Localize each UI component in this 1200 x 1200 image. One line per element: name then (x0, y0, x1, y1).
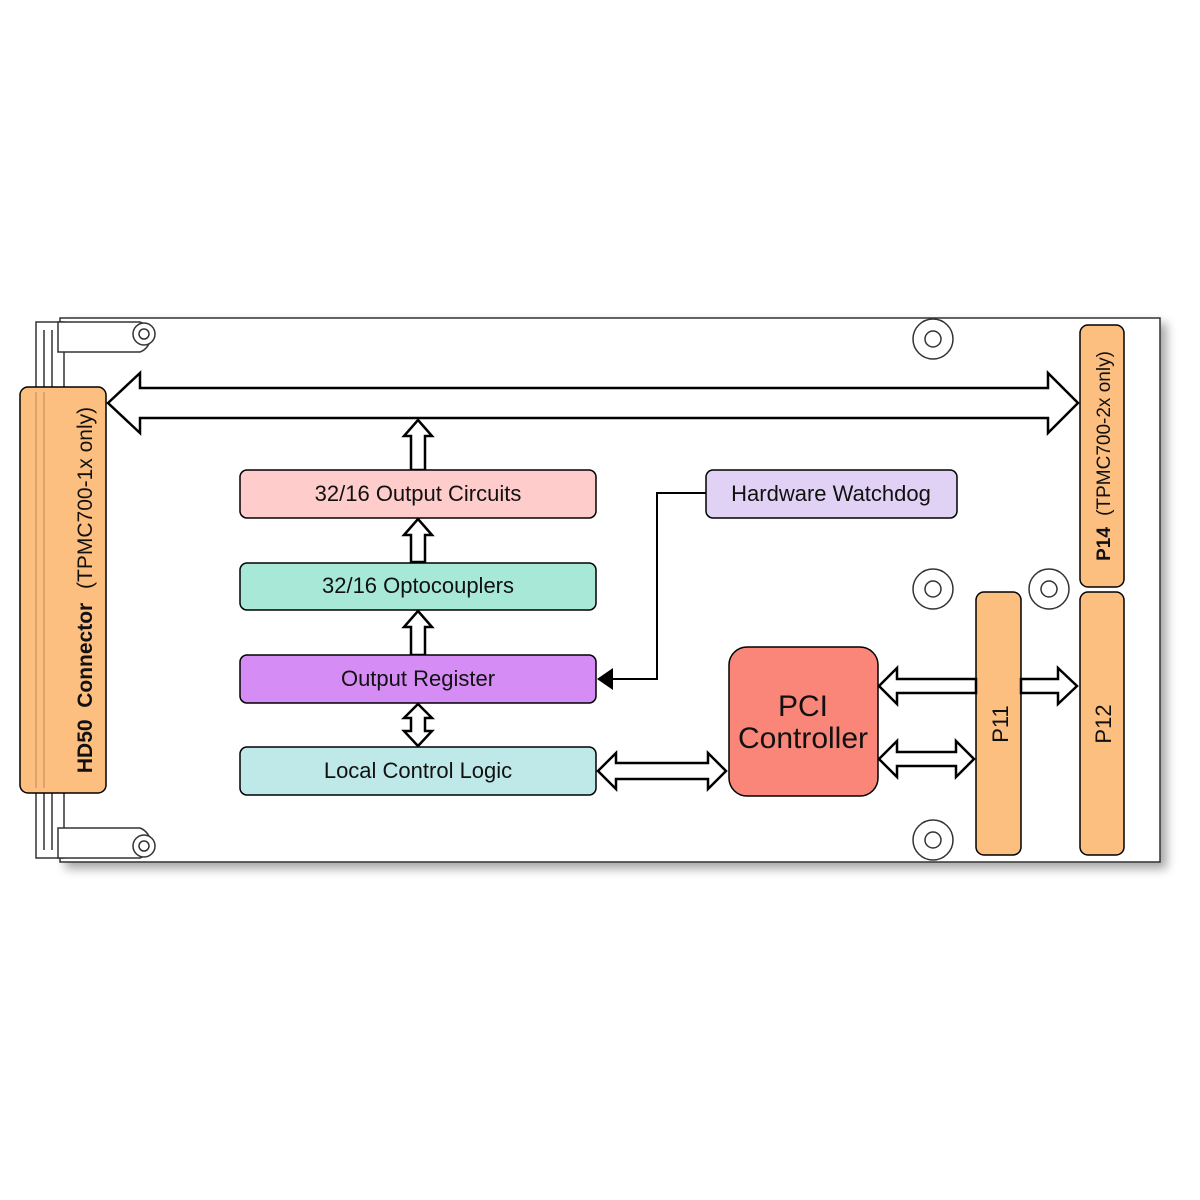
output-register-label: Output Register (341, 666, 495, 691)
block-optocouplers: 32/16 Optocouplers (239, 562, 597, 611)
block-output-register: Output Register (239, 654, 597, 704)
pci-controller-label-line1: PCI (778, 690, 828, 723)
local-control-logic-label: Local Control Logic (324, 758, 512, 783)
p14-note: (TPMC700-2x only) (1094, 351, 1115, 516)
block-pci-controller: PCI Controller (728, 646, 879, 797)
optocouplers-label: 32/16 Optocouplers (322, 573, 514, 598)
p11-label: P11 (988, 705, 1013, 743)
mounting-holes (132, 318, 1070, 861)
arrow-pci-p11-lower (877, 737, 976, 781)
arrow-p11-p12 (1019, 665, 1079, 707)
mounting-hole (1028, 568, 1070, 610)
hardware-watchdog-label: Hardware Watchdog (731, 481, 931, 506)
watchdog-signal-line (597, 492, 706, 690)
hd50-connector: HD50 Connector (TPMC700-1x only) (19, 386, 107, 794)
mounting-hole (132, 834, 156, 858)
mounting-hole (912, 568, 954, 610)
arrow-logic-pci (596, 749, 728, 793)
arrow-logic-register (400, 702, 436, 748)
p14-connector: P14 (TPMC700-2x only) (1079, 324, 1125, 588)
hd50-label: HD50 Connector (TPMC700-1x only) (74, 407, 97, 773)
pci-controller-label-line2: Controller (738, 722, 868, 755)
hd50-bold-label: HD50 Connector (74, 603, 97, 773)
output-circuits-label: 32/16 Output Circuits (315, 481, 522, 506)
hd50-note: (TPMC700-1x only) (74, 407, 97, 589)
mounting-hole (912, 819, 954, 861)
mounting-hole (132, 322, 156, 346)
block-hardware-watchdog: Hardware Watchdog (705, 469, 958, 519)
p12-label: P12 (1091, 704, 1116, 743)
mounting-hole (912, 318, 954, 360)
block-local-control-logic: Local Control Logic (239, 746, 597, 796)
p14-bold-label: P14 (1094, 527, 1115, 561)
p14-label: P14 (TPMC700-2x only) (1094, 351, 1115, 561)
p12-connector: P12 (1079, 591, 1125, 856)
io-bus-arrow (106, 369, 1080, 437)
arrow-pci-p11-upper (877, 664, 978, 708)
p11-connector: P11 (975, 591, 1022, 856)
block-output-circuits: 32/16 Output Circuits (239, 469, 597, 519)
arrow-optocouplers-to-output-circuits (401, 517, 435, 564)
